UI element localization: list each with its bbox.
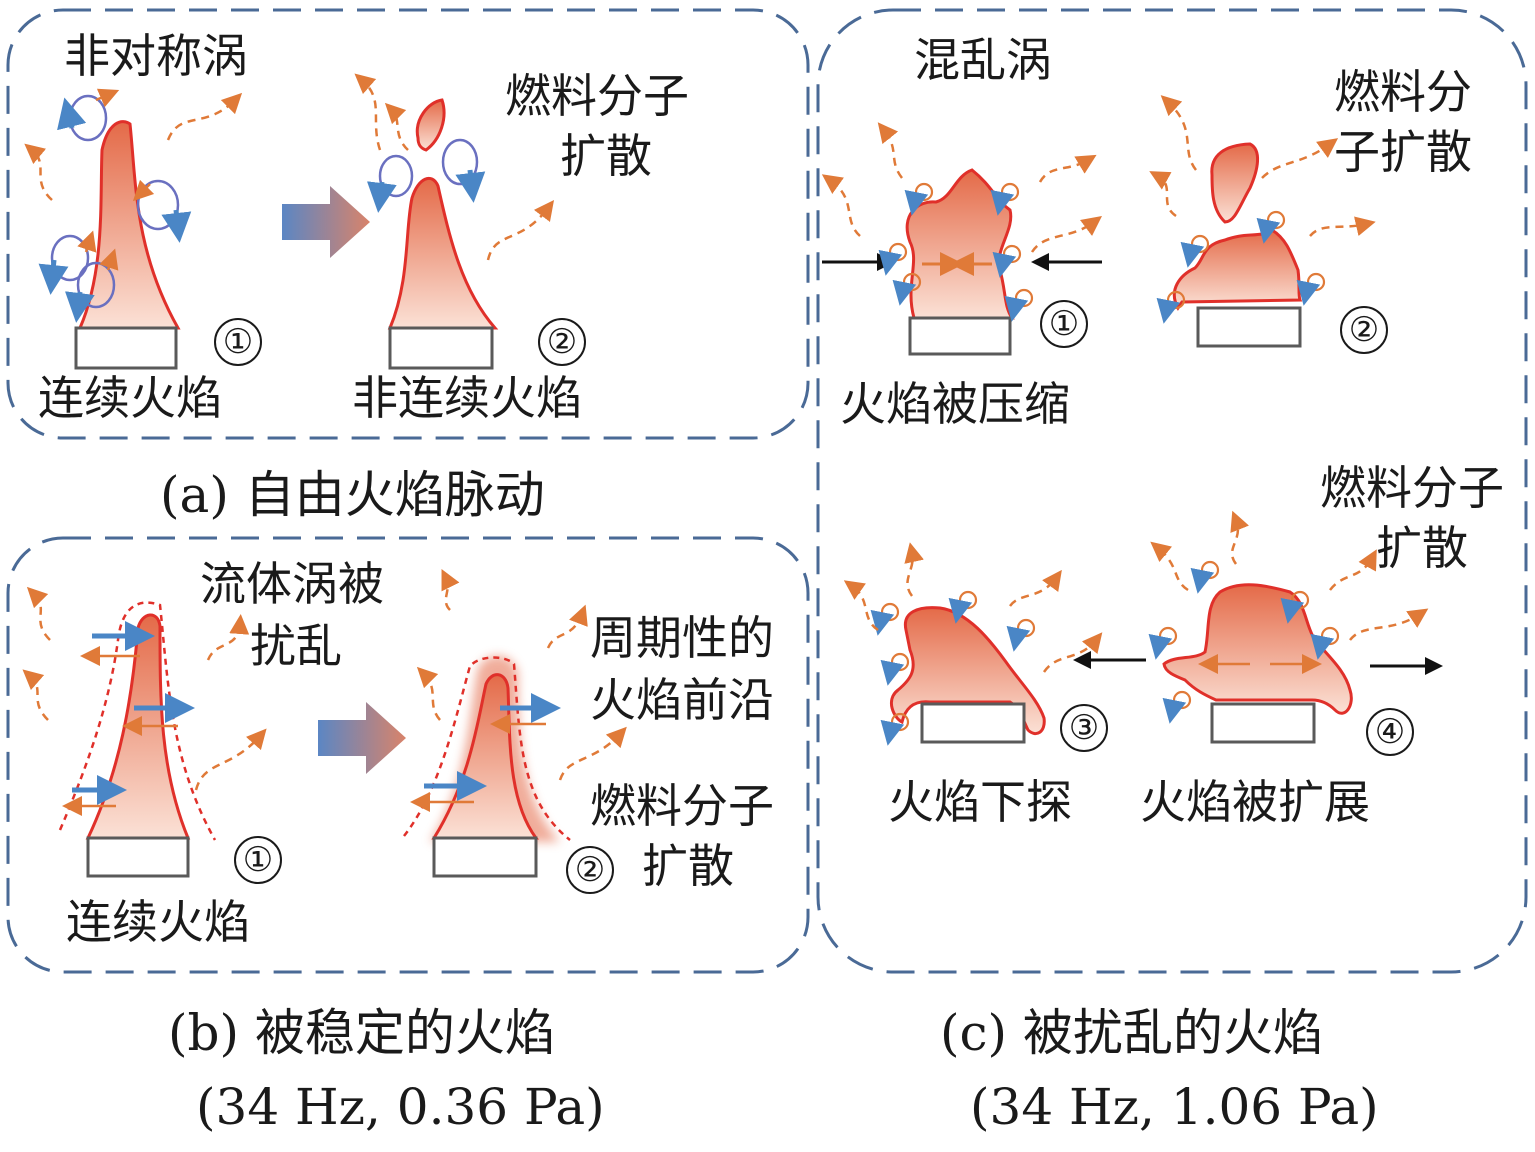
panel-c-small-vortices <box>870 182 1340 746</box>
panel-b-caption: (b) 被稳定的火焰 <box>168 1004 555 1062</box>
panel-c-flame-4 <box>1162 583 1353 715</box>
panel-c-flame-1 <box>905 168 1015 320</box>
panel-a-flame-2 <box>387 176 499 330</box>
panel-c-expand-arrows <box>1198 654 1443 675</box>
panel-a-transition-arrow <box>282 186 370 258</box>
panel-b-periodic-front-line2: 火焰前沿 <box>590 673 774 727</box>
panel-c-step-1: ① <box>1040 300 1088 348</box>
panel-c-border <box>816 8 1528 974</box>
panel-b-vortex-disturbed-line2: 扰乱 <box>250 619 342 673</box>
panel-b-fuel-diffusion-line2: 扩散 <box>642 839 734 893</box>
panel-b-burner-1 <box>86 836 190 878</box>
panel-a-vortices-1 <box>38 88 192 323</box>
panel-c-caption: (c) 被扰乱的火焰 <box>940 1004 1323 1062</box>
panel-a-border <box>6 8 810 440</box>
panel-b-border <box>6 536 810 974</box>
panel-b-flame-2-envelope <box>403 656 571 841</box>
panel-b-flame-1-envelope <box>58 601 217 841</box>
panel-b-condition: (34 Hz, 0.36 Pa) <box>196 1078 605 1136</box>
panel-a-vortices-2 <box>366 138 486 213</box>
panel-c-fuel-diffusion-mid-line1: 燃料分子 <box>1320 461 1504 515</box>
panel-c-burner-4 <box>1210 702 1316 744</box>
panel-b-orange-trails <box>22 569 627 791</box>
panel-b-vortex-disturbed-line1: 流体涡被 <box>200 557 384 611</box>
panel-b-fuel-diffusion-line1: 燃料分子 <box>590 779 774 833</box>
panel-a-continuous-flame-label: 连续火焰 <box>38 371 222 425</box>
panel-c-flame-2-tip <box>1210 142 1259 224</box>
panel-b-shear-arrows-1 <box>62 621 195 816</box>
panel-b-step-1: ① <box>234 836 282 884</box>
panel-c-condition: (34 Hz, 1.06 Pa) <box>970 1078 1379 1136</box>
panel-c-burner-3 <box>920 702 1026 744</box>
panel-a-fuel-diffusion-line1: 燃料分子 <box>505 69 689 123</box>
panel-c-orange-trails <box>821 95 1429 673</box>
panel-c-step-3: ③ <box>1060 704 1108 752</box>
panel-c-fuel-diffusion-mid-line2: 扩散 <box>1376 521 1468 575</box>
panel-b-step-2: ② <box>566 846 614 894</box>
panel-c-compress-arrows <box>822 252 1102 276</box>
panel-a-flame-2-tip <box>415 98 446 152</box>
panel-c-chaotic-vortex-label: 混乱涡 <box>914 33 1052 87</box>
panel-c-burner-1 <box>908 316 1012 356</box>
panel-a-flame-1 <box>77 120 181 330</box>
panel-b-continuous-flame-label: 连续火焰 <box>66 895 250 949</box>
panel-c-step-4: ④ <box>1366 708 1414 756</box>
panel-a-fuel-diffusion-line2: 扩散 <box>560 129 652 183</box>
panel-c-fuel-diffusion-top-line1: 燃料分 <box>1334 65 1472 119</box>
panel-a-caption: (a) 自由火焰脉动 <box>160 466 545 524</box>
panel-c-step-2: ② <box>1340 306 1388 354</box>
panel-b-transition-arrow <box>318 702 406 774</box>
panel-c-compressed-label: 火焰被压缩 <box>840 377 1070 431</box>
panel-b-shear-arrows-2 <box>410 693 561 812</box>
panel-c-burner-2 <box>1196 306 1302 348</box>
panel-c-fuel-diffusion-top-line2: 子扩散 <box>1334 125 1472 179</box>
panel-a-burner-1 <box>74 326 178 370</box>
panel-a-discontinuous-flame-label: 非连续火焰 <box>352 371 582 425</box>
panel-a-step-1: ① <box>214 318 262 366</box>
panel-c-expanded-label: 火焰被扩展 <box>1140 775 1370 829</box>
panel-a-step-2: ② <box>538 318 586 366</box>
panel-a-burner-2 <box>388 326 494 370</box>
panel-a-asym-vortex-label: 非对称涡 <box>64 29 248 83</box>
panel-b-periodic-front-line1: 周期性的 <box>590 611 774 665</box>
panel-c-probing-down-label: 火焰下探 <box>888 775 1072 829</box>
panel-a-orange-trails <box>24 73 555 261</box>
panel-b-burner-2 <box>432 836 538 878</box>
